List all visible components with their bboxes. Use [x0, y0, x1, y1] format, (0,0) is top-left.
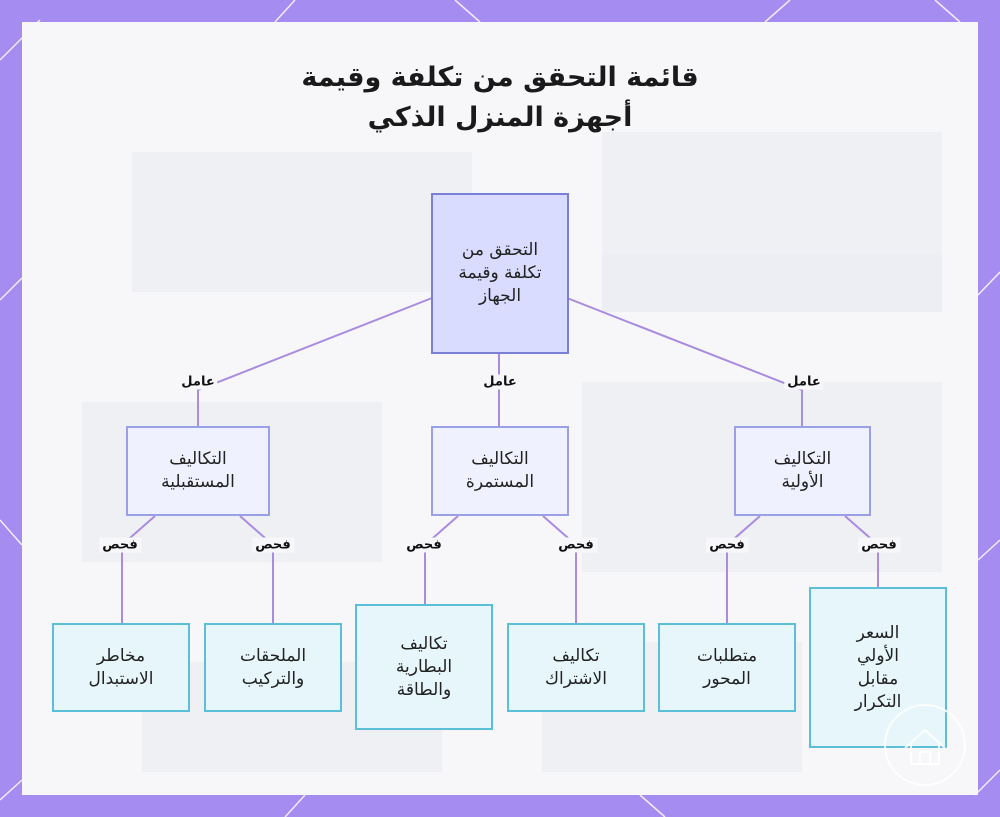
- connector-root-future: [197, 297, 433, 427]
- edge-label-check-risks: فحص: [99, 537, 141, 553]
- edge-label-check-accessories: فحص: [252, 537, 294, 553]
- edge-label-check-battery: فحص: [403, 537, 445, 553]
- page-title: قائمة التحقق من تكلفة وقيمة أجهزة المنزل…: [0, 58, 1000, 138]
- edge-label-check-subscription: فحص: [555, 537, 597, 553]
- category-ongoing-label: التكاليف المستمرة: [465, 449, 535, 492]
- edge-label-check-price: فحص: [858, 537, 900, 553]
- check-hub-requirements: متطلبات المحور: [658, 623, 796, 712]
- check-subscription-label: تكاليف الاشتراك: [545, 645, 607, 689]
- house-logo-icon: [884, 704, 966, 786]
- edge-label-factor-ongoing: عامل: [480, 374, 520, 390]
- category-future-costs: التكاليف المستقبلية: [126, 426, 270, 516]
- check-replacement-risks: مخاطر الاستبدال: [52, 623, 190, 712]
- category-ongoing-costs: التكاليف المستمرة: [431, 426, 569, 516]
- title-line-1: قائمة التحقق من تكلفة وقيمة: [301, 62, 699, 93]
- check-hub-label: متطلبات المحور: [696, 645, 758, 689]
- connector-root-upfront: [566, 297, 803, 427]
- connector-ongoing-battery: [424, 515, 459, 605]
- edge-label-check-hub: فحص: [706, 537, 748, 553]
- connector-upfront-hub: [726, 515, 761, 623]
- title-line-2: أجهزة المنزل الذكي: [367, 102, 633, 133]
- root-node-label: التحقق من تكلفة وقيمة الجهاز: [458, 240, 542, 306]
- connector-future-risks: [121, 515, 156, 623]
- category-future-label: التكاليف المستقبلية: [161, 449, 235, 492]
- root-node: التحقق من تكلفة وقيمة الجهاز: [431, 193, 569, 354]
- check-battery-energy: تكاليف البطارية والطاقة: [355, 604, 493, 730]
- check-accessories-label: الملحقات والتركيب: [239, 645, 307, 689]
- connector-future-accessories: [239, 515, 274, 623]
- check-initial-price-label: السعر الأولي مقابل التكرار: [854, 622, 902, 712]
- edge-label-factor-upfront: عامل: [784, 374, 824, 390]
- check-battery-energy-label: تكاليف البطارية والطاقة: [395, 633, 453, 700]
- check-initial-price: السعر الأولي مقابل التكرار: [809, 587, 947, 748]
- check-accessories-installation: الملحقات والتركيب: [204, 623, 342, 712]
- check-subscription-costs: تكاليف الاشتراك: [507, 623, 645, 712]
- edge-label-factor-future: عامل: [178, 374, 218, 390]
- category-upfront-costs: التكاليف الأولية: [734, 426, 871, 516]
- check-replacement-risks-label: مخاطر الاستبدال: [88, 645, 154, 689]
- category-upfront-label: التكاليف الأولية: [773, 449, 832, 492]
- connector-ongoing-subscription: [542, 515, 577, 623]
